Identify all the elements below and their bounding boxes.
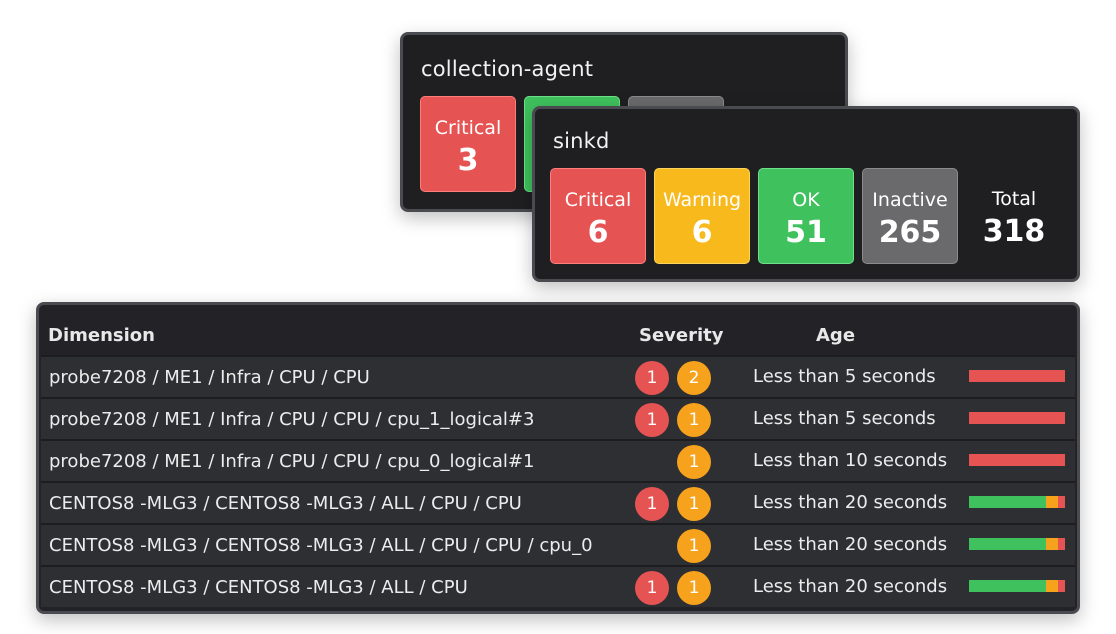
age-bar-segment	[969, 496, 1046, 508]
row-age: Less than 20 seconds	[753, 534, 948, 555]
row-age: Less than 10 seconds	[753, 450, 948, 471]
age-bar-segment	[969, 580, 1046, 592]
row-dimension: CENTOS8 -MLG3 / CENTOS8 -MLG3 / ALL / CP…	[49, 577, 468, 598]
sinkd-card[interactable]: sinkd Critical 6 Warning 6 OK 51 Inactiv…	[532, 106, 1080, 282]
warning-count-badge: 1	[677, 487, 711, 521]
alerts-table: Dimension Severity Age probe7208 / ME1 /…	[36, 302, 1080, 614]
header-severity[interactable]: Severity	[639, 325, 724, 346]
table-row[interactable]: probe7208 / ME1 / Infra / CPU / CPU / cp…	[41, 439, 1075, 481]
row-age: Less than 5 seconds	[753, 366, 936, 387]
warning-count-badge: 1	[677, 571, 711, 605]
age-bar	[969, 454, 1065, 466]
tile-value: 3	[457, 143, 479, 178]
age-bar	[969, 370, 1065, 382]
warning-count-badge: 1	[677, 529, 711, 563]
table-row[interactable]: probe7208 / ME1 / Infra / CPU / CPU 1 2 …	[41, 355, 1075, 397]
tile-critical[interactable]: Critical 3	[420, 96, 516, 192]
tile-value: 51	[785, 215, 827, 250]
tile-value: 318	[982, 214, 1046, 249]
card-title: collection-agent	[421, 57, 594, 81]
row-age: Less than 5 seconds	[753, 408, 936, 429]
tile-value: 6	[587, 215, 609, 250]
row-age: Less than 20 seconds	[753, 576, 948, 597]
age-bar	[969, 538, 1065, 550]
critical-count-badge: 1	[635, 403, 669, 437]
table-row[interactable]: probe7208 / ME1 / Infra / CPU / CPU / cp…	[41, 397, 1075, 439]
age-bar	[969, 496, 1065, 508]
header-dimension[interactable]: Dimension	[48, 325, 155, 346]
tile-total: Total 318	[966, 168, 1062, 264]
tile-critical[interactable]: Critical 6	[550, 168, 646, 264]
warning-count-badge: 1	[677, 445, 711, 479]
age-bar	[969, 412, 1065, 424]
tile-ok[interactable]: OK 51	[758, 168, 854, 264]
warning-count-badge: 1	[677, 403, 711, 437]
age-bar-segment	[969, 412, 1065, 424]
age-bar-segment	[1045, 580, 1059, 592]
table-row[interactable]: CENTOS8 -MLG3 / CENTOS8 -MLG3 / ALL / CP…	[41, 523, 1075, 565]
tile-value: 265	[878, 215, 942, 250]
age-bar-segment	[1045, 496, 1059, 508]
critical-count-badge: 1	[635, 361, 669, 395]
table-row[interactable]: CENTOS8 -MLG3 / CENTOS8 -MLG3 / ALL / CP…	[41, 565, 1075, 607]
age-bar-segment	[1058, 580, 1065, 592]
age-bar-segment	[969, 538, 1046, 550]
warning-count-badge: 2	[677, 361, 711, 395]
tile-label: Total	[991, 188, 1037, 210]
tile-label: Inactive	[872, 189, 948, 211]
age-bar	[969, 580, 1065, 592]
row-dimension: CENTOS8 -MLG3 / CENTOS8 -MLG3 / ALL / CP…	[49, 493, 522, 514]
tile-label: Critical	[434, 117, 502, 139]
row-dimension: CENTOS8 -MLG3 / CENTOS8 -MLG3 / ALL / CP…	[49, 535, 593, 556]
age-bar-segment	[1058, 538, 1065, 550]
tile-inactive[interactable]: Inactive 265	[862, 168, 958, 264]
tile-label: Warning	[662, 189, 742, 211]
age-bar-segment	[969, 454, 1065, 466]
tile-label: OK	[792, 189, 820, 211]
age-bar-segment	[969, 370, 1065, 382]
age-bar-segment	[1058, 496, 1065, 508]
row-age: Less than 20 seconds	[753, 492, 948, 513]
row-dimension: probe7208 / ME1 / Infra / CPU / CPU	[49, 367, 370, 388]
critical-count-badge: 1	[635, 487, 669, 521]
header-age[interactable]: Age	[816, 325, 856, 346]
table-row[interactable]: CENTOS8 -MLG3 / CENTOS8 -MLG3 / ALL / CP…	[41, 481, 1075, 523]
tile-label: Critical	[564, 189, 632, 211]
card-title: sinkd	[553, 129, 610, 153]
age-bar-segment	[1045, 538, 1059, 550]
critical-count-badge: 1	[635, 571, 669, 605]
tile-warning[interactable]: Warning 6	[654, 168, 750, 264]
row-dimension: probe7208 / ME1 / Infra / CPU / CPU / cp…	[49, 409, 535, 430]
row-dimension: probe7208 / ME1 / Infra / CPU / CPU / cp…	[49, 451, 535, 472]
tile-value: 6	[691, 215, 713, 250]
